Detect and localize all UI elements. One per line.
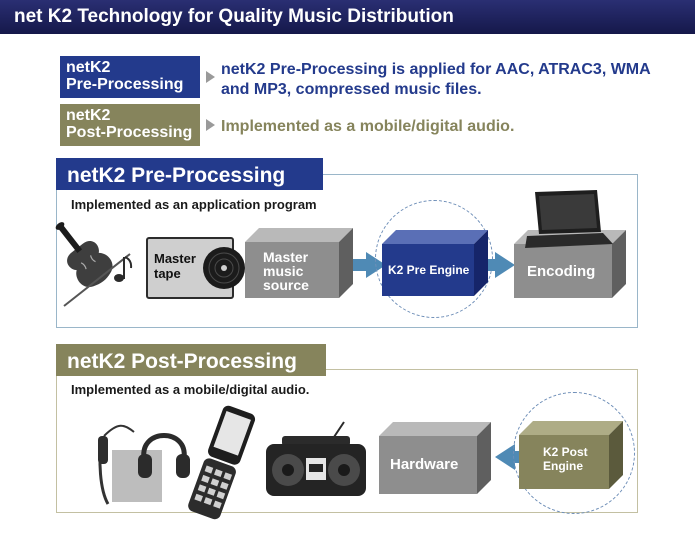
master-tape: Master tape — [146, 237, 245, 299]
legend-pre-line2: Pre-Processing — [66, 76, 184, 93]
master-tape-line1: Master — [154, 251, 196, 266]
encoding-label: Encoding — [527, 263, 596, 280]
hardware-label: Hardware — [390, 456, 459, 473]
headphones-icon — [138, 433, 190, 478]
k2-post-engine-line1: K2 Post — [543, 445, 588, 459]
post-processing-subtitle: Implemented as a mobile/digital audio. — [71, 382, 310, 397]
pre-processing-subtitle: Implemented as an application program — [71, 197, 317, 212]
legend-post-arrow-icon — [206, 119, 215, 131]
pre-processing-title: netK2 Pre-Processing — [56, 158, 323, 190]
legend-post-line2: Post-Processing — [66, 124, 193, 141]
hardware-box: Hardware — [379, 422, 491, 494]
legend-pre-arrow-icon — [206, 71, 215, 83]
k2-pre-engine-box: K2 Pre Engine — [382, 230, 488, 296]
master-music-source-label: Master music source — [263, 250, 309, 292]
legend-post-label: netK2 Post-Processing — [60, 104, 200, 146]
post-processing-title: netK2 Post-Processing — [56, 344, 326, 376]
master-tape-line2: tape — [154, 266, 181, 281]
k2-post-engine-label: K2 Post Engine — [543, 445, 588, 473]
mobile-phone-icon — [188, 405, 256, 520]
pre-arrow-right-icon-2 — [495, 252, 515, 278]
portable-player-icon — [98, 424, 162, 505]
legend-pre-description: netK2 Pre-Processing is applied for AAC,… — [221, 61, 651, 98]
legend-pre-label: netK2 Pre-Processing — [60, 56, 200, 98]
post-engine-highlight-circle — [513, 392, 635, 514]
k2-post-engine-box: K2 Post Engine — [519, 421, 623, 489]
page-title: net K2 Technology for Quality Music Dist… — [14, 6, 454, 27]
post-arrow-left-icon — [495, 444, 515, 470]
boombox-icon — [266, 421, 366, 496]
legend-pre-line1: netK2 — [66, 59, 111, 76]
k2-pre-engine-label: K2 Pre Engine — [388, 263, 470, 277]
master-source-line3: source — [263, 277, 309, 293]
pre-arrow-shaft-2 — [488, 259, 496, 271]
pre-processing-panel — [56, 174, 638, 328]
post-processing-panel — [56, 369, 638, 513]
music-note-icon — [114, 256, 133, 282]
title-bar: net K2 Technology for Quality Music Dist… — [0, 0, 695, 34]
legend-post-line1: netK2 — [66, 107, 111, 124]
master-tape-label: Master tape — [154, 251, 196, 281]
master-source-line1: Master — [263, 249, 309, 265]
tape-reel-icon — [203, 247, 245, 289]
pre-arrow-shaft-1 — [353, 259, 367, 271]
laptop-icon — [525, 190, 613, 248]
violin-icon — [55, 222, 131, 307]
master-source-line2: music — [263, 263, 304, 279]
legend-post-description: Implemented as a mobile/digital audio. — [221, 118, 515, 135]
master-music-source-box: Master music source — [245, 228, 353, 298]
k2-post-engine-line2: Engine — [543, 459, 584, 473]
